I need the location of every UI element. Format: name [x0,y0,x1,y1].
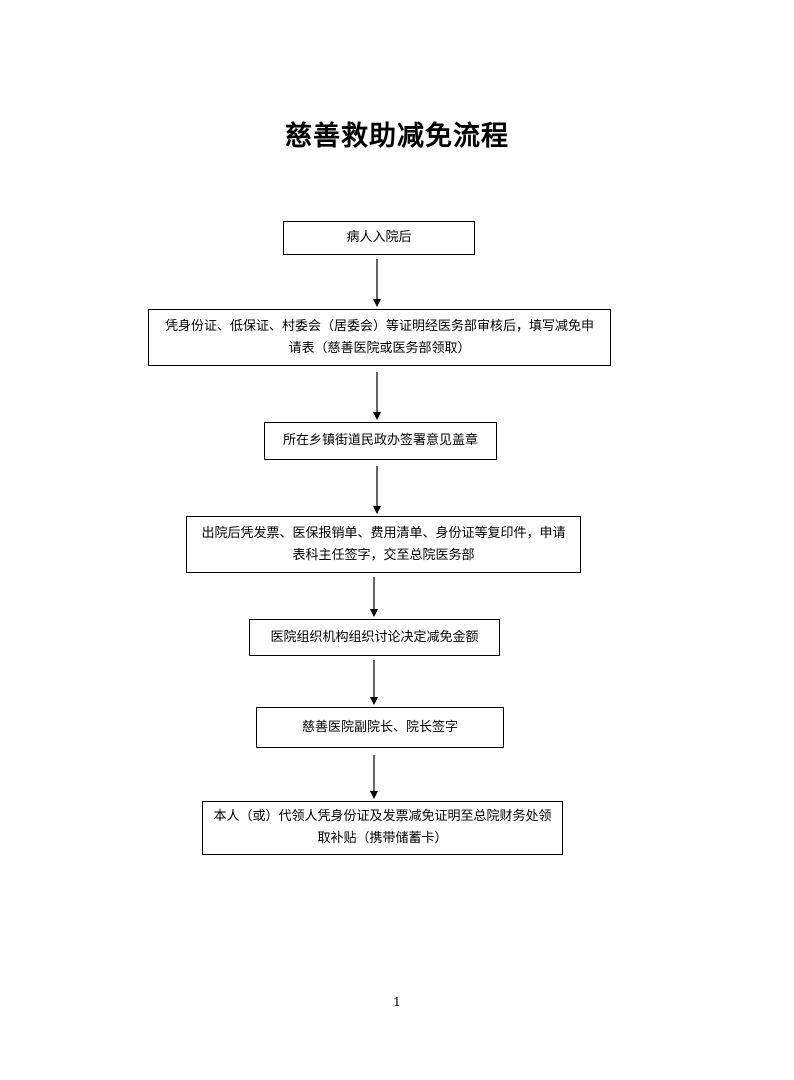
step-6-text: 慈善医院副院长、院长签字 [301,719,458,735]
step-4-text: 出院后凭发票、医保报销单、费用清单、身份证等复印件，申请表科主任签字，交至总院医… [201,525,566,563]
step-7-text: 本人（或）代领人凭身份证及发票减免证明至总院财务处领取补贴（携带储蓄卡） [213,809,552,846]
page-number: 1 [393,995,401,1009]
step-1-box: 病人入院后 [283,221,475,255]
step-5-box: 医院组织机构组织讨论决定减免金额 [249,619,500,656]
step-7-box: 本人（或）代领人凭身份证及发票减免证明至总院财务处领取补贴（携带储蓄卡） [202,801,563,855]
step-2-box: 凭身份证、低保证、村委会（居委会）等证明经医务部审核后，填写减免申请表（慈善医院… [148,309,611,366]
step-3-box: 所在乡镇街道民政办签署意见盖章 [264,422,497,460]
step-6-box: 慈善医院副院长、院长签字 [256,707,504,748]
step-1-text: 病人入院后 [346,230,412,245]
step-4-box: 出院后凭发票、医保报销单、费用清单、身份证等复印件，申请表科主任签字，交至总院医… [186,516,581,573]
step-2-text: 凭身份证、低保证、村委会（居委会）等证明经医务部审核后，填写减免申请表（慈善医院… [164,318,594,356]
step-5-text: 医院组织机构组织讨论决定减免金额 [270,629,479,645]
step-3-text: 所在乡镇街道民政办签署意见盖章 [282,433,478,448]
page-title: 慈善救助减免流程 [285,121,509,152]
